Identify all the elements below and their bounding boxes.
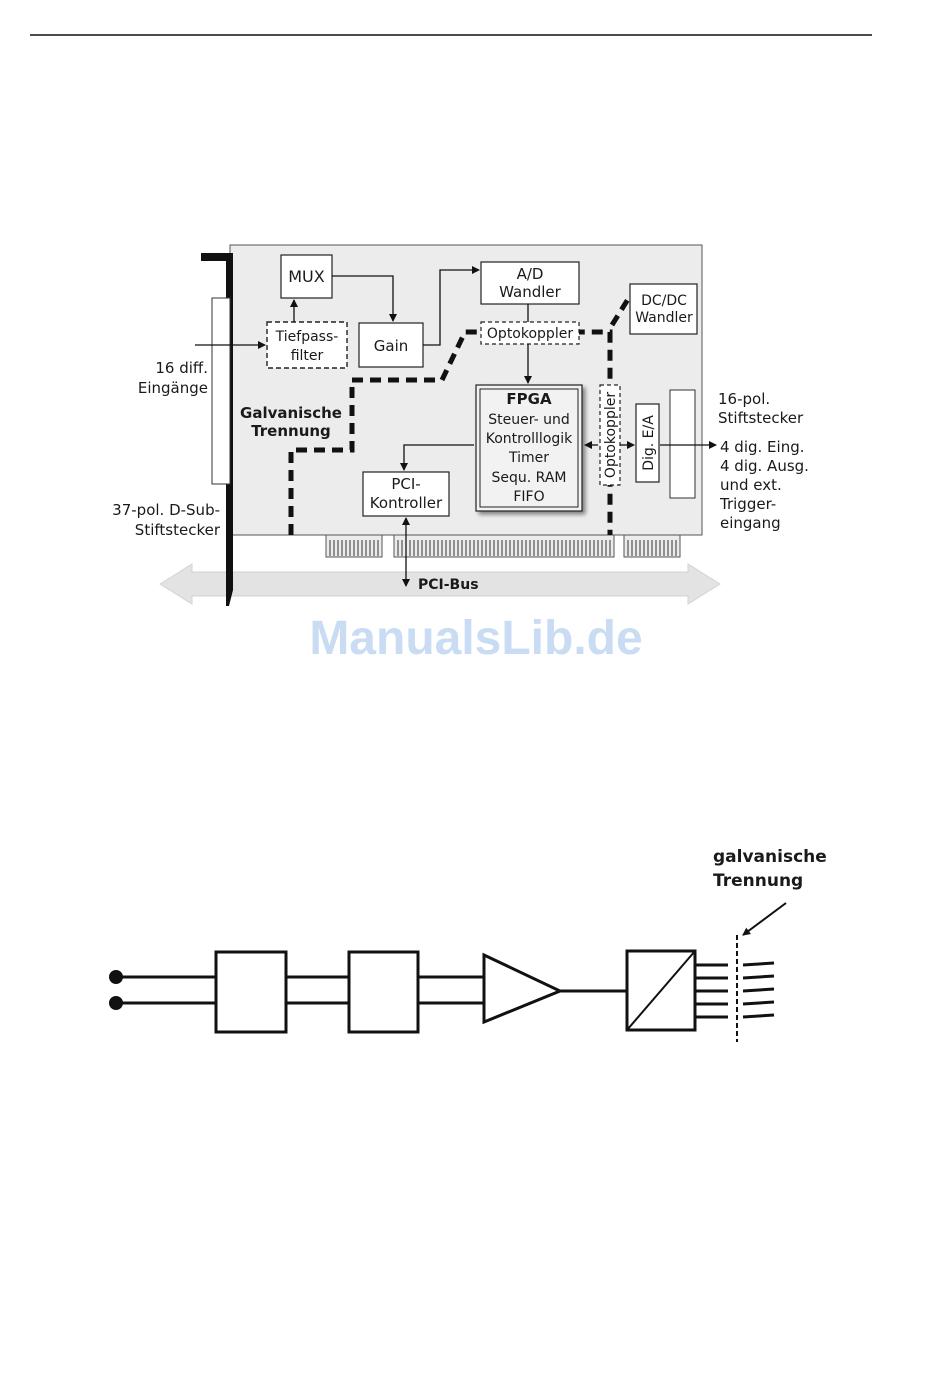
inputs-label-1: 16 diff. <box>155 359 208 377</box>
pci-controller-label-2: Kontroller <box>370 494 443 512</box>
signal-chain-diagram: galvanische Trennung <box>109 847 827 1042</box>
pci-controller-block <box>362 471 450 517</box>
digital-label-3: und ext. <box>720 476 782 494</box>
dcdc-label-1: DC/DC <box>641 293 687 309</box>
isolation-label-2: Trennung <box>251 422 331 440</box>
isolation-barrier-line <box>288 294 633 535</box>
dsub-connector <box>211 297 231 485</box>
optocoupler-top-label: Optokoppler <box>487 326 573 342</box>
block-diagram: MUX A/D Wandler DC/DC Wandler Tiefpass- … <box>112 244 809 606</box>
chain-isolation-label-1: galvanische <box>713 847 827 867</box>
fpga-line-4: Sequ. RAM <box>492 470 567 486</box>
slot-bracket-top <box>201 253 233 261</box>
fpga-line-3: Timer <box>508 450 549 466</box>
dsub-label-1: 37-pol. D-Sub- <box>112 501 220 519</box>
lowpass-filter-block <box>266 321 348 369</box>
digital-label-2: 4 dig. Ausg. <box>720 457 809 475</box>
lowpass-label-2: filter <box>291 348 324 364</box>
inputs-label-2: Eingänge <box>138 379 208 397</box>
chain-block-2 <box>347 950 420 1034</box>
isolation-pointer-arrow <box>742 902 787 936</box>
lowpass-label-1: Tiefpass- <box>275 329 339 345</box>
pin-header-label-2: Stiftstecker <box>718 409 804 427</box>
gain-label: Gain <box>374 337 409 355</box>
digital-io-label: Dig. E/A <box>641 415 657 471</box>
dcdc-label-2: Wandler <box>635 310 693 326</box>
optocoupler-top-block <box>480 321 580 345</box>
gain-block <box>358 322 424 368</box>
signal-connections <box>195 266 717 587</box>
chain-block-1 <box>214 950 288 1034</box>
fpga-line-5: FIFO <box>513 489 544 505</box>
fpga-block <box>475 384 583 512</box>
signal-chain-wires <box>116 975 627 1005</box>
pci-bus-arrow <box>159 563 721 605</box>
output-lines <box>695 961 775 1019</box>
ad-converter-label-2: Wandler <box>499 283 561 301</box>
digital-label-4: Trigger- <box>719 495 776 513</box>
pci-bus-label: PCI-Bus <box>418 577 479 593</box>
digital-io-block <box>635 403 660 483</box>
dsub-label-2: Stiftstecker <box>135 521 221 539</box>
digital-label-5: eingang <box>720 514 781 532</box>
amplifier-triangle <box>482 952 564 1025</box>
isolation-label-1: Galvanische <box>240 404 342 422</box>
chain-isolation-label-2: Trennung <box>713 871 803 891</box>
digital-label-1: 4 dig. Eing. <box>720 438 805 456</box>
watermark: ManualsLib.de <box>309 612 642 665</box>
ad-converter-label-1: A/D <box>517 265 544 283</box>
ad-converter-block <box>480 261 580 305</box>
pci-controller-label-1: PCI- <box>391 475 420 493</box>
optocoupler-side-label: Optokoppler <box>603 392 619 478</box>
edge-connector <box>325 534 681 558</box>
pin-header-connector <box>669 389 696 499</box>
ad-converter-diagonal <box>626 950 696 1031</box>
mux-block <box>280 254 333 299</box>
optocoupler-side-block <box>599 384 621 486</box>
dcdc-converter-block <box>629 283 698 335</box>
fpga-line-2: Kontrolllogik <box>486 431 573 447</box>
fpga-title: FPGA <box>506 390 552 408</box>
mux-label: MUX <box>288 267 325 286</box>
pin-header-label-1: 16-pol. <box>718 390 770 408</box>
fpga-line-1: Steuer- und <box>488 412 569 428</box>
